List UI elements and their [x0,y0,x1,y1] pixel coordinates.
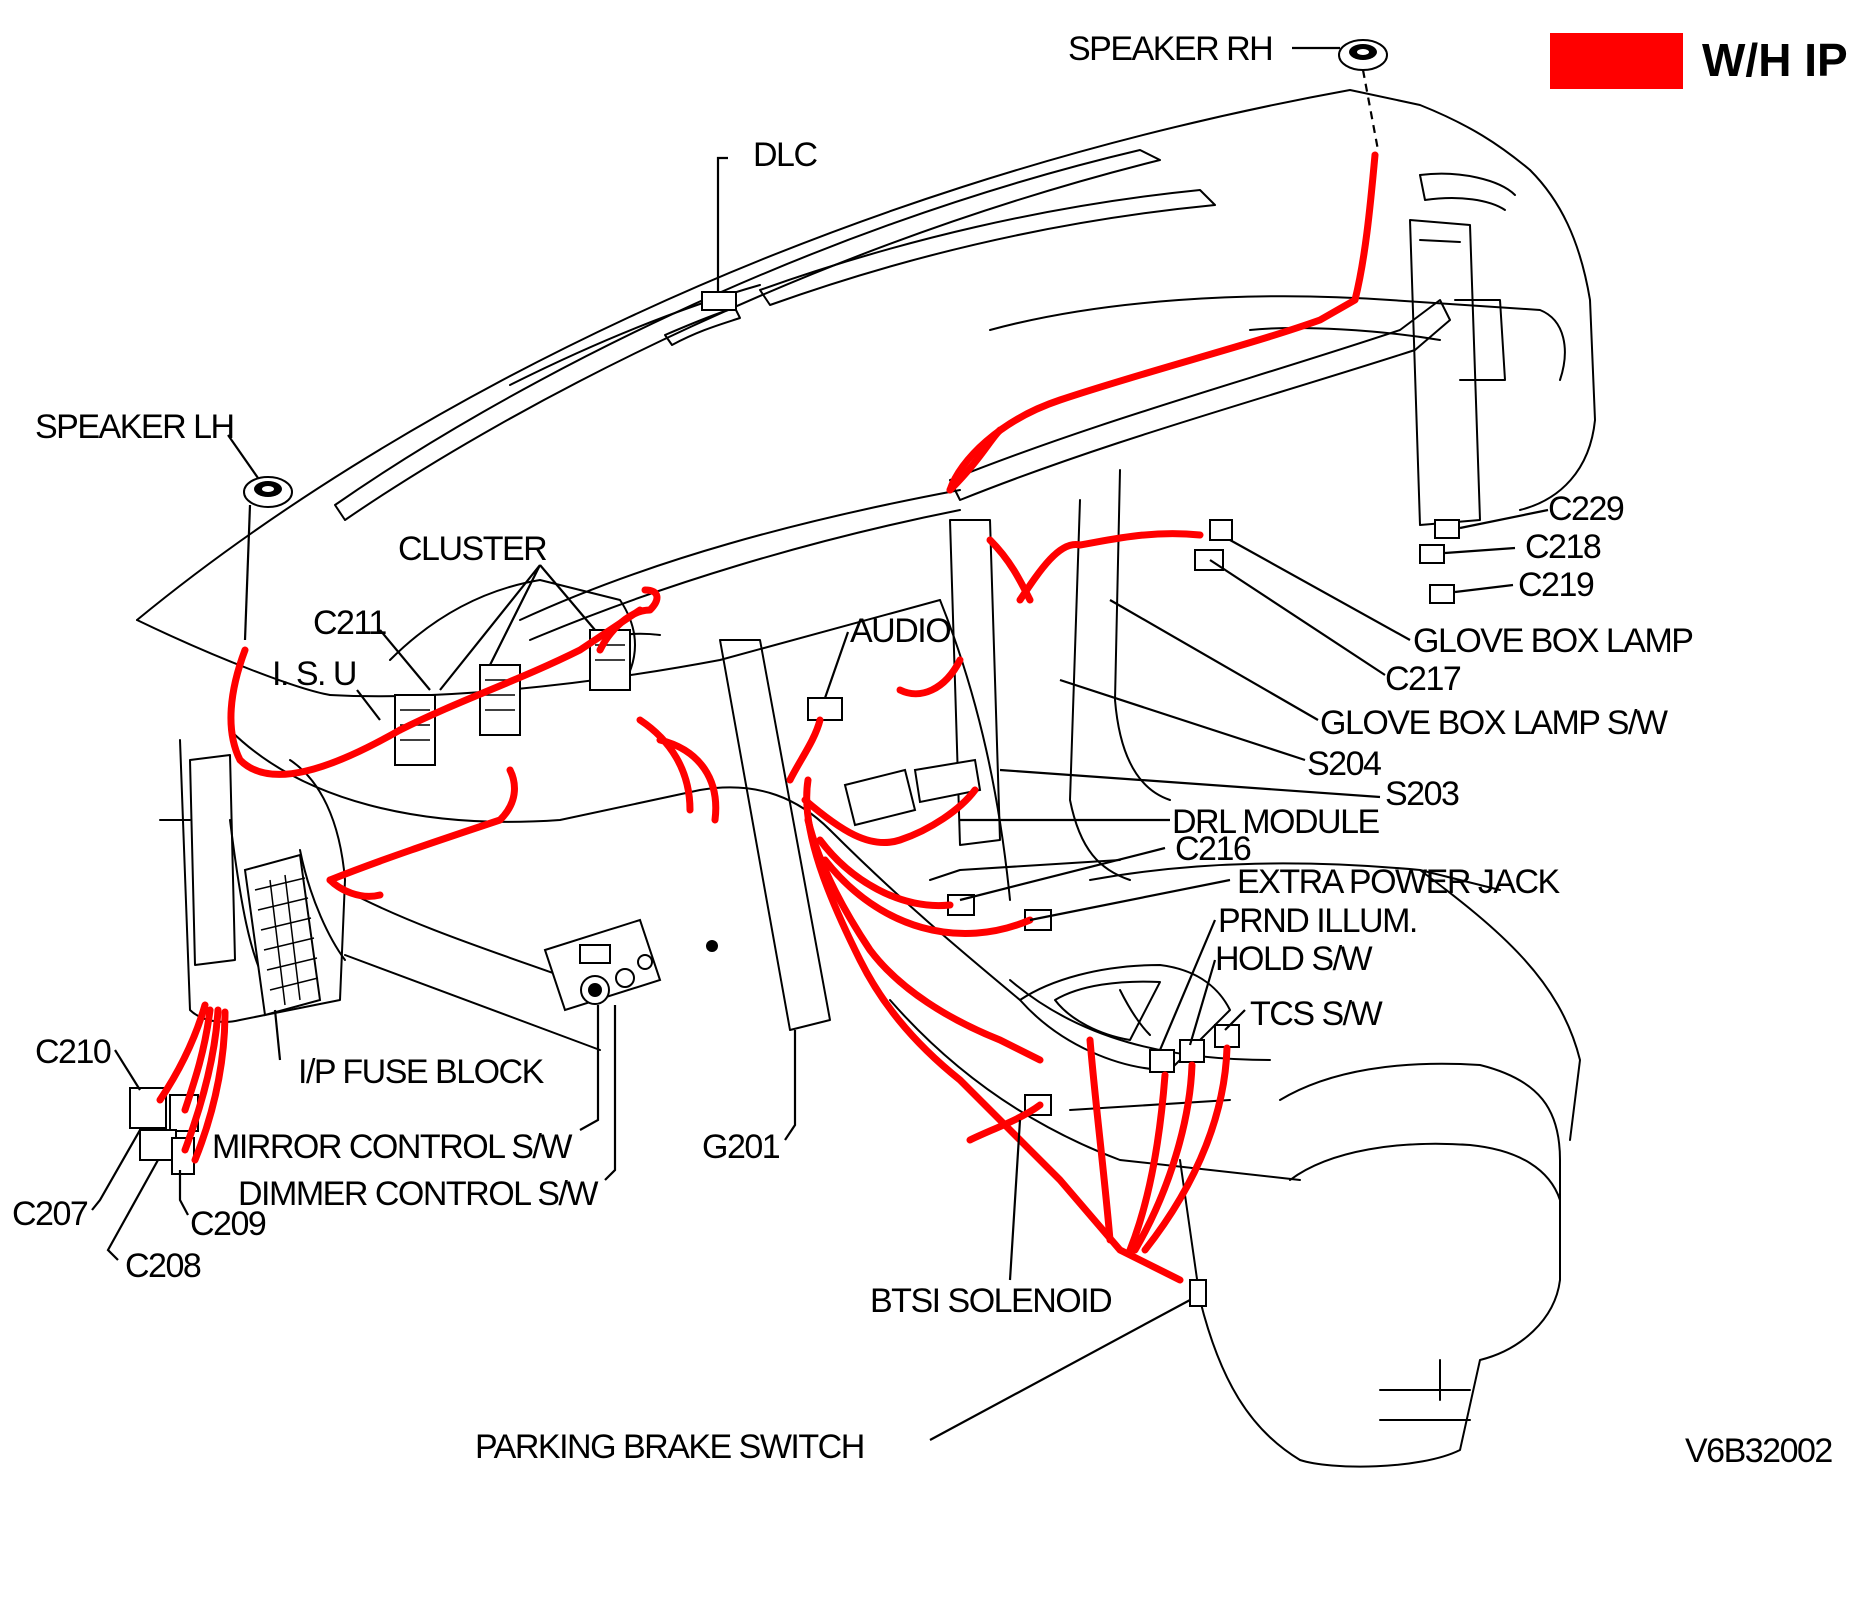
audio-connector [807,697,843,721]
label-btsi-solenoid: BTSI SOLENOID [870,1282,1111,1320]
label-speaker-rh: SPEAKER RH [1068,30,1272,68]
label-c216: C216 [1175,830,1251,868]
hold-sw-connector [1179,1039,1205,1063]
label-prnd-illum: PRND ILLUM. [1218,902,1417,940]
label-c209: C209 [190,1205,266,1243]
parking-brake-connector [1189,1279,1207,1307]
legend-swatch [1550,33,1683,89]
label-hold-sw: HOLD S/W [1215,940,1373,978]
harness-stack-main [803,776,1184,1284]
c229-connector [1434,519,1460,539]
components [129,39,1460,1307]
c219-connector [1429,584,1455,604]
harness-cluster-loop [596,586,661,654]
harness-shifter [1086,1036,1114,1244]
label-dlc: DLC [753,136,817,174]
harness-to-stack [896,656,964,698]
harness-extra-power [821,856,1034,937]
harness-left-speaker [227,646,404,778]
speaker-rh-part [1338,39,1388,71]
label-c229: C229 [1548,490,1624,528]
ip-fuse-block-part [243,853,322,1017]
harness-fuse-drop [326,876,384,900]
harness-stack-secondary [804,816,1044,1064]
glove-box-lamp-connector-2 [1209,519,1233,541]
harness-drl [801,786,979,847]
label-s204: S204 [1307,745,1381,783]
legend: W/H IP [1550,33,1848,89]
harness-left-cross [396,606,644,734]
prnd-illum-connector [1149,1049,1175,1073]
component-labels: SPEAKER RH DLC SPEAKER LH CLUSTER C211 I… [12,30,1834,1470]
wiring-harness [156,151,1379,1284]
label-c219: C219 [1518,566,1594,604]
label-c211: C211 [313,604,386,642]
label-c218: C218 [1525,528,1601,566]
harness-main-trunk [946,151,1379,494]
label-c208: C208 [125,1247,201,1285]
leader-lines [91,46,1549,1441]
label-c217: C217 [1385,660,1461,698]
label-g201: G201 [702,1128,780,1166]
label-c210: C210 [35,1033,111,1071]
harness-btsi [966,1101,1044,1144]
label-glove-box-lamp-sw: GLOVE BOX LAMP S/W [1320,704,1668,742]
harness-console-switches [1126,1044,1231,1254]
speaker-lh-part [243,476,293,508]
harness-left-lower [326,766,518,884]
cluster-connector-pins [400,644,625,741]
label-isu: I. S. U [272,655,356,693]
harness-left-pigtails [156,1001,229,1164]
harness-power-jack [816,836,954,910]
g201-ground-point [706,940,718,952]
harness-audio [786,716,824,784]
label-speaker-lh: SPEAKER LH [35,408,234,446]
label-c207: C207 [12,1195,88,1233]
label-parking-brake-switch: PARKING BRAKE SWITCH [475,1428,864,1466]
harness-c229-branch [946,426,1004,494]
label-drl-module: DRL MODULE [1172,803,1379,841]
label-audio: AUDIO [850,612,950,650]
label-cluster: CLUSTER [398,530,546,568]
harness-center-cluster [636,716,720,824]
harness-glovebox-loop [1016,530,1204,604]
cluster-connector-2 [479,664,521,736]
label-glove-box-lamp: GLOVE BOX LAMP [1413,622,1692,660]
label-extra-power-jack: EXTRA POWER JACK [1237,863,1561,901]
label-mirror-control-sw: MIRROR CONTROL S/W [212,1128,572,1166]
label-ip-fuse-block: I/P FUSE BLOCK [298,1053,545,1091]
switch-panel-part [543,918,662,1012]
label-tcs-sw: TCS S/W [1250,995,1383,1033]
c218-connector [1419,544,1445,564]
dlc-connector [701,291,737,311]
legend-label: W/H IP [1702,34,1848,86]
figure-code: V6B32002 [1685,1432,1832,1470]
label-dimmer-control-sw: DIMMER CONTROL S/W [238,1175,598,1213]
label-s203: S203 [1385,775,1459,813]
drl-module-part [843,758,982,827]
